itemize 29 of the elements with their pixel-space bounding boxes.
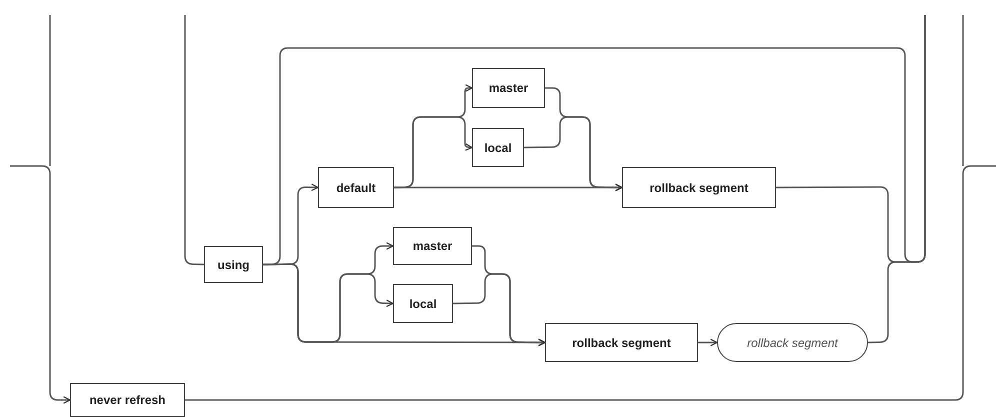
keyword-box [545,323,698,362]
keyword-text: never refresh [89,393,166,407]
keyword-box [318,167,394,208]
keyword-text: using [218,258,250,272]
keyword-box [70,383,185,417]
arrow [452,273,546,346]
keyword-box [622,167,776,208]
keyword-text: master [412,239,452,253]
arrow [698,338,718,346]
arrow [394,184,623,192]
keyword-text: rollback segment [747,336,838,350]
connector-line [868,15,926,344]
keyword-box [393,227,472,265]
nonterminal-box [717,323,868,362]
keyword-box [393,284,453,323]
arrow [394,116,473,188]
arrow [10,165,71,404]
keyword-text: master [488,81,528,95]
keyword-box [204,246,263,283]
keyword-text: local [484,140,512,154]
keyword-text: rollback segment [572,336,671,350]
keyword-box [472,128,524,167]
keyword-text: rollback segment [650,180,748,194]
connector-line [185,165,996,401]
keyword-box [472,68,545,108]
arrow [524,116,623,192]
connector-line [184,15,204,266]
keyword-text: default [336,180,376,194]
keyword-text: local [409,296,437,310]
